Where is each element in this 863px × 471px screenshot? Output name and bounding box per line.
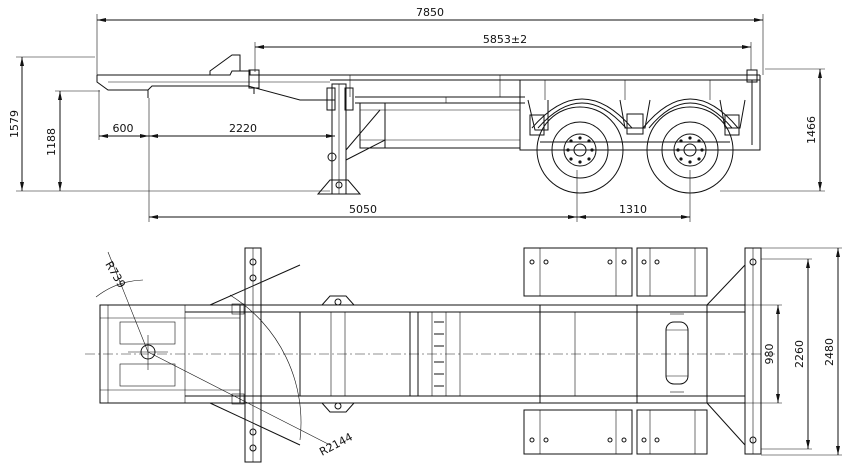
wheel-front bbox=[536, 106, 624, 194]
dim-overall-width: 2480 bbox=[761, 247, 842, 456]
dim-rear-height-label: 1466 bbox=[805, 116, 818, 144]
wheel-blocks bbox=[523, 247, 708, 455]
dim-deck-height: 1579 bbox=[8, 56, 330, 192]
rear-crossmember bbox=[744, 247, 762, 455]
dim-radius-swing-label: R2144 bbox=[317, 430, 355, 458]
dim-kingpin-to-legs-label: 2220 bbox=[229, 122, 257, 135]
dim-front-overhang: 600 2220 bbox=[98, 90, 335, 222]
dim-overall-length: 7850 bbox=[96, 6, 764, 80]
dim-axle-spread-label: 1310 bbox=[619, 203, 647, 216]
landing-gear-plan bbox=[321, 295, 355, 413]
dim-front-overhang-label: 600 bbox=[113, 122, 134, 135]
main-beams-plan bbox=[185, 304, 745, 404]
fender-front bbox=[531, 98, 633, 129]
rear-brace-bottom bbox=[706, 402, 746, 446]
landing-gear bbox=[316, 83, 386, 195]
wheel-rear bbox=[646, 106, 734, 194]
plan-view: R739 R2144 bbox=[85, 247, 842, 463]
rear-brace-top bbox=[706, 264, 746, 306]
dim-kingpin-to-rear: 5853±2 bbox=[254, 33, 752, 72]
dim-inner-width-label: 980 bbox=[763, 344, 776, 365]
dim-rear-height: 1466 bbox=[720, 68, 825, 192]
gooseneck bbox=[96, 54, 335, 101]
side-view: 7850 5853±2 1579 1188 bbox=[8, 6, 825, 222]
air-tank bbox=[665, 313, 689, 393]
dim-kingpin-to-axle: 5050 1310 bbox=[149, 170, 691, 222]
dim-radius-front: R739 bbox=[95, 251, 149, 353]
dim-kingpin-to-axle-label: 5050 bbox=[349, 203, 377, 216]
suspension bbox=[527, 99, 746, 143]
front-crossmember bbox=[209, 247, 301, 463]
dim-twistlock-span: 2260 bbox=[761, 258, 812, 450]
dim-fifth-wheel-height: 1188 bbox=[45, 90, 100, 191]
dim-inner-width: 980 bbox=[745, 304, 782, 404]
dim-kingpin-to-rear-label: 5853±2 bbox=[483, 33, 527, 46]
dim-overall-width-label: 2480 bbox=[823, 338, 836, 366]
fender-rear-inner bbox=[648, 102, 733, 129]
fender-rear bbox=[642, 98, 739, 129]
fender-front-inner bbox=[537, 102, 627, 129]
dim-twistlock-span-label: 2260 bbox=[793, 340, 806, 368]
dim-fifth-wheel-height-label: 1188 bbox=[45, 128, 58, 156]
main-rail bbox=[330, 69, 761, 151]
dim-radius-front-label: R739 bbox=[102, 259, 128, 290]
dim-deck-height-label: 1579 bbox=[8, 110, 21, 138]
gooseneck-plan bbox=[99, 304, 241, 404]
mid-ties bbox=[431, 312, 447, 396]
dim-overall-length-label: 7850 bbox=[416, 6, 444, 19]
